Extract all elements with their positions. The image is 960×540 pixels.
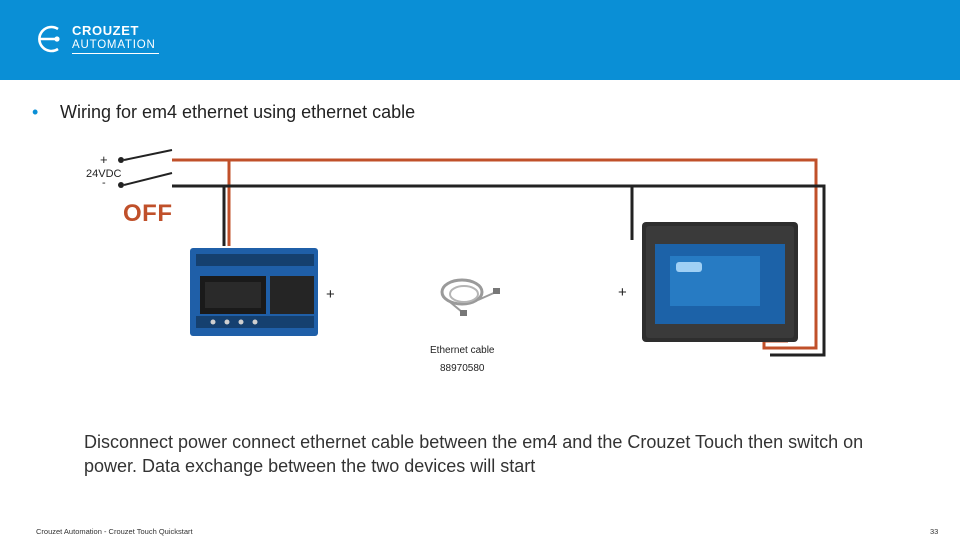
cable-ref-label: 88970580: [440, 363, 485, 374]
logo-sub-text: AUTOMATION: [72, 39, 156, 51]
crouzet-logo: CROUZET AUTOMATION: [34, 22, 174, 58]
bullet-marker: •: [32, 102, 39, 122]
switch-state-label: OFF: [123, 200, 173, 227]
em4-plus-label: +: [326, 286, 335, 303]
instruction-text: Disconnect power connect ethernet cable …: [84, 432, 864, 476]
ethernet-cable-image: [440, 278, 500, 316]
bullet-text: Wiring for em4 ethernet using ethernet c…: [60, 102, 416, 122]
header-banner: CROUZET AUTOMATION: [0, 0, 960, 80]
supply-minus-label: -: [102, 177, 106, 189]
negative-wire: [172, 184, 826, 218]
cable-name-label: Ethernet cable: [430, 345, 495, 356]
logo-underline: [72, 53, 159, 54]
switch-icon: [118, 149, 173, 188]
logo-brand-text: CROUZET: [72, 23, 140, 38]
em4-controller-image: [190, 248, 318, 336]
supply-plus-label: +: [100, 152, 108, 167]
crouzet-touch-image: [642, 222, 798, 342]
negative-wire-touch: [770, 186, 826, 357]
page-number: 33: [930, 527, 939, 536]
supply-voltage-label: 24VDC: [86, 168, 122, 180]
bullet-point: • Wiring for em4 ethernet using ethernet …: [32, 102, 415, 123]
touch-plus-label: +: [618, 284, 627, 301]
crouzet-logo-icon: [38, 25, 60, 53]
footer-title: Crouzet Automation - Crouzet Touch Quick…: [36, 527, 193, 536]
